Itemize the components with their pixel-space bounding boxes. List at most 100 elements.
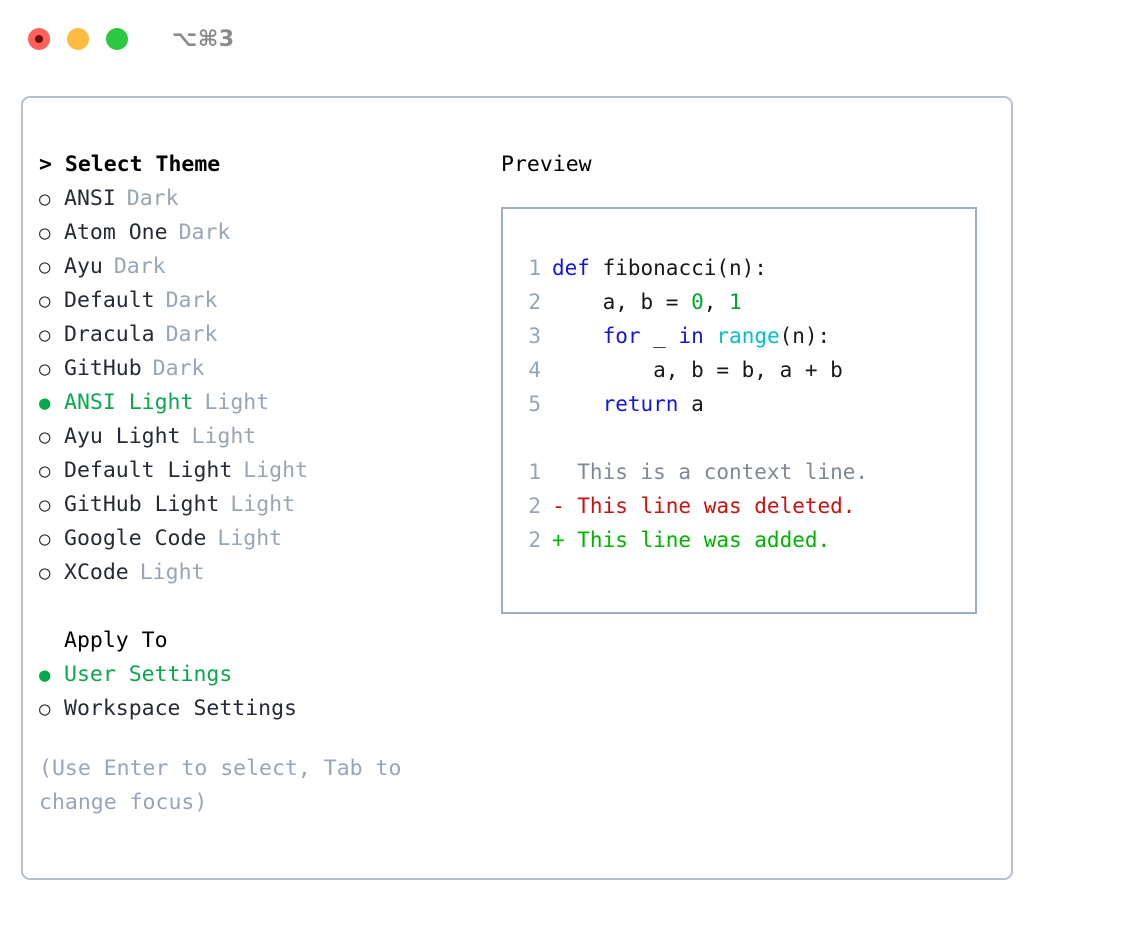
radio-unselected-icon: ○ [39, 290, 51, 312]
theme-option-label: GitHub Light [64, 492, 220, 517]
line-number: 5 [528, 392, 541, 416]
apply-to-option-workspace-settings[interactable]: ○ Workspace Settings [39, 692, 484, 726]
radio-unselected-icon: ○ [39, 324, 51, 346]
radio-selected-icon: ● [39, 392, 51, 414]
code-line-text: for _ in range(n): [552, 319, 831, 353]
code-token-text: , [703, 290, 730, 314]
line-number: 2 [528, 494, 541, 518]
apply-to-list: ● User Settings ○ Workspace Settings [39, 658, 484, 726]
code-token-keyword: in [678, 324, 704, 348]
code-token-keyword: return [602, 392, 679, 416]
code-token-text [552, 324, 603, 348]
theme-option-kind-badge: Light [204, 390, 270, 415]
theme-option-kind-badge: Dark [165, 288, 218, 313]
theme-option-github-light[interactable]: ○ GitHub Light Light [39, 488, 484, 522]
theme-option-label: Default [64, 288, 155, 313]
line-number: 4 [528, 358, 541, 382]
theme-option-label: Ayu Light [64, 424, 181, 449]
code-line: 3 for _ in range(n): [515, 319, 975, 353]
radio-unselected-icon: ○ [39, 698, 51, 720]
diff-line-text: This is a context line. [552, 460, 869, 484]
code-token-text [704, 324, 717, 348]
diff-line-added: 2 + This line was added. [515, 523, 975, 557]
diff-line-context: 1 This is a context line. [515, 455, 975, 489]
theme-option-label: Ayu [64, 254, 103, 279]
code-line: 1 def fibonacci(n): [515, 251, 975, 285]
code-token-function: range [716, 324, 780, 348]
theme-option-kind-badge: Dark [152, 356, 205, 381]
radio-unselected-icon: ○ [39, 528, 51, 550]
line-number: 2 [528, 528, 541, 552]
apply-to-option-user-settings[interactable]: ● User Settings [39, 658, 484, 692]
code-token-keyword: def [552, 256, 590, 280]
list-spacer [39, 590, 484, 624]
select-theme-header: > Select Theme [39, 152, 221, 177]
close-button[interactable] [28, 28, 50, 50]
radio-selected-icon: ● [39, 664, 51, 686]
code-token-number: 0 [691, 290, 704, 314]
line-number: 1 [528, 256, 541, 280]
diff-line-text: - This line was deleted. [552, 494, 856, 518]
window-title: ⌥⌘3 [172, 26, 235, 52]
diff-block: 1 This is a context line. 2 - This line wa… [515, 455, 975, 557]
theme-option-label: ANSI [64, 186, 116, 211]
theme-option-label: Dracula [64, 322, 155, 347]
code-token-number: 1 [729, 290, 742, 314]
theme-option-kind-badge: Light [191, 424, 257, 449]
diff-line-text: + This line was added. [552, 528, 831, 552]
code-line-text: a, b = b, a + b [552, 353, 843, 387]
code-line: 4 a, b = b, a + b [515, 353, 975, 387]
theme-option-kind-badge: Dark [126, 186, 179, 211]
theme-option-kind-badge: Light [230, 492, 296, 517]
radio-unselected-icon: ○ [39, 188, 51, 210]
apply-to-option-label: User Settings [64, 662, 233, 687]
preview-title: Preview [501, 152, 592, 177]
line-number: 2 [528, 290, 541, 314]
theme-option-label: XCode [64, 560, 129, 585]
minimize-button[interactable] [67, 28, 89, 50]
theme-option-label: ANSI Light [64, 390, 194, 415]
theme-option-label: Google Code [64, 526, 207, 551]
theme-option-kind-badge: Light [139, 560, 205, 585]
theme-option-ayu-light[interactable]: ○ Ayu Light Light [39, 420, 484, 454]
apply-to-option-label: Workspace Settings [64, 696, 297, 721]
theme-option-ansi-light[interactable]: ● ANSI Light Light [39, 386, 484, 420]
code-token-text: a [678, 392, 704, 416]
code-line: 2 a, b = 0, 1 [515, 285, 975, 319]
traffic-light-group [28, 28, 128, 50]
code-token-text: fibonacci(n): [589, 256, 767, 280]
theme-option-default[interactable]: ○ Default Dark [39, 284, 484, 318]
code-token-text: a, b = b, a + b [552, 358, 843, 382]
radio-unselected-icon: ○ [39, 460, 51, 482]
code-gap [515, 421, 975, 455]
keyboard-hint: (Use Enter to select, Tab to change focu… [39, 756, 402, 815]
theme-option-ansi[interactable]: ○ ANSI Dark [39, 182, 484, 216]
theme-option-kind-badge: Dark [113, 254, 166, 279]
apply-to-title: Apply To [64, 628, 168, 653]
radio-unselected-icon: ○ [39, 222, 51, 244]
line-number: 3 [528, 324, 541, 348]
theme-option-kind-badge: Light [243, 458, 309, 483]
zoom-button[interactable] [106, 28, 128, 50]
radio-unselected-icon: ○ [39, 358, 51, 380]
radio-unselected-icon: ○ [39, 426, 51, 448]
code-line-text: a, b = 0, 1 [552, 285, 742, 319]
code-token-text: _ [640, 324, 679, 348]
code-token-text: (n): [779, 324, 831, 348]
code-line-text: return a [552, 387, 704, 421]
line-number: 1 [528, 460, 541, 484]
radio-unselected-icon: ○ [39, 494, 51, 516]
